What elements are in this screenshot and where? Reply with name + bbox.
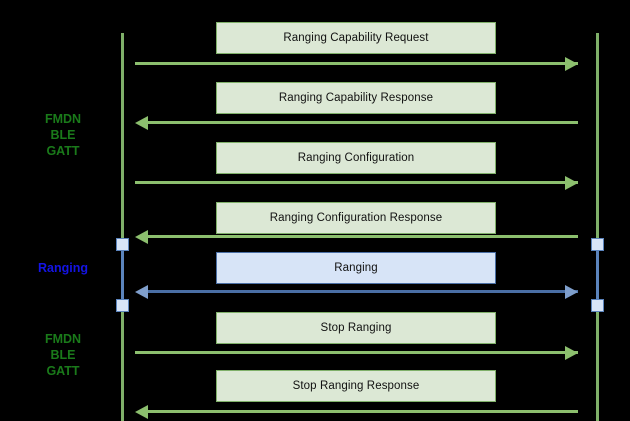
message-arrowhead-ranging-right — [565, 284, 578, 299]
message-arrowhead-ranging-capability-response — [135, 115, 148, 130]
right-ranging-end-marker — [591, 299, 604, 312]
left-lifeline-green-bottom — [121, 307, 124, 421]
message-box-ranging-capability-response: Ranging Capability Response — [216, 82, 496, 114]
message-arrowhead-stop-ranging-response — [135, 404, 148, 419]
left-ranging-end-marker — [116, 299, 129, 312]
message-arrow-stop-ranging-response — [148, 410, 578, 413]
left-ranging-start-marker — [116, 238, 129, 251]
right-lifeline-blue-ranging — [596, 240, 599, 307]
right-lifeline-green-bottom — [596, 307, 599, 421]
message-box-ranging-configuration: Ranging Configuration — [216, 142, 496, 174]
message-arrowhead-stop-ranging — [565, 345, 578, 360]
message-box-ranging-capability-request: Ranging Capability Request — [216, 22, 496, 54]
message-arrowhead-ranging-configuration-response — [135, 229, 148, 244]
message-arrow-ranging-capability-request — [135, 62, 578, 65]
left-lifeline-green-top — [121, 33, 124, 240]
right-ranging-start-marker — [591, 238, 604, 251]
message-arrowhead-ranging-capability-request — [565, 56, 578, 71]
left-lifeline-blue-ranging — [121, 240, 124, 307]
message-arrow-stop-ranging — [135, 351, 578, 354]
message-box-ranging: Ranging — [216, 252, 496, 284]
message-arrowhead-ranging-left — [135, 284, 148, 299]
message-box-ranging-configuration-response: Ranging Configuration Response — [216, 202, 496, 234]
message-arrowhead-ranging-configuration — [565, 175, 578, 190]
right-lifeline-green-top — [596, 33, 599, 240]
message-arrow-ranging-configuration-response — [148, 235, 578, 238]
message-arrow-ranging — [148, 290, 578, 293]
message-arrow-ranging-configuration — [135, 181, 578, 184]
phase-label-fmdn-ble-gatt-bottom: FMDN BLE GATT — [44, 332, 82, 378]
message-box-stop-ranging: Stop Ranging — [216, 312, 496, 344]
phase-label-fmdn-ble-gatt-top: FMDN BLE GATT — [44, 112, 82, 158]
message-arrow-ranging-capability-response — [148, 121, 578, 124]
phase-label-ranging: Ranging — [38, 261, 88, 275]
message-box-stop-ranging-response: Stop Ranging Response — [216, 370, 496, 402]
